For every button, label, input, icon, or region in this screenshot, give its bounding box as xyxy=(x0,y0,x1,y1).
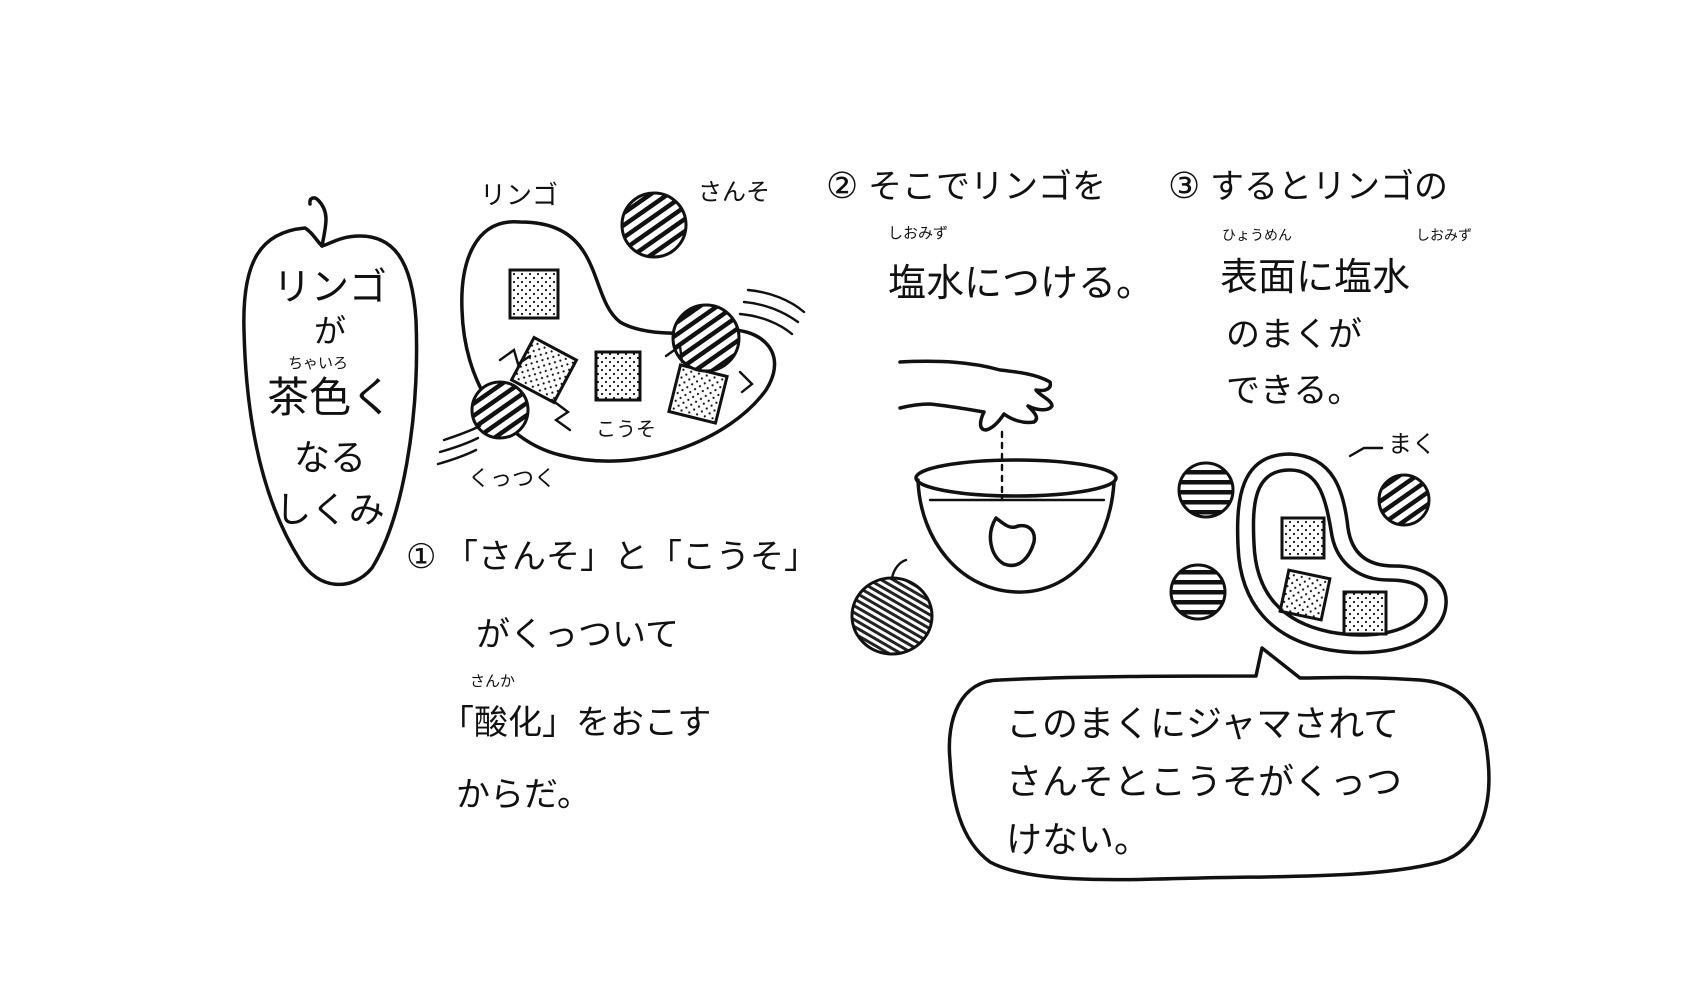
apple-slice-icon xyxy=(988,516,1037,568)
step2-number: ② xyxy=(826,166,858,207)
step1-line1: 「さんそ」と「こうそ」 xyxy=(444,537,818,577)
title-ruby: ちゃいろ xyxy=(288,354,348,372)
apple-slice-icon xyxy=(1251,468,1428,637)
step3-ruby-salt: しおみず xyxy=(1416,228,1472,244)
enzyme-particle-icon xyxy=(667,363,729,425)
step3-figure: まく xyxy=(1169,430,1448,655)
title-line2: が xyxy=(314,312,346,350)
step1-line3: 「酸化」をおこす xyxy=(440,703,711,743)
bowl-rim xyxy=(914,458,1118,498)
apple-stem-icon xyxy=(308,196,328,248)
step3-ruby-surface: ひょうめん xyxy=(1222,228,1292,244)
speech-bubble-outline xyxy=(947,646,1491,882)
zap-mark-icon xyxy=(550,398,572,432)
step1-text: ① 「さんそ」と「こうそ」 がくっついて さんか 「酸化」をおこす からだ。 xyxy=(406,537,818,815)
title-line3: 茶色く xyxy=(267,373,393,422)
step3-number: ③ xyxy=(1168,166,1200,207)
step2-figure xyxy=(850,359,1118,656)
oxygen-molecule-icon xyxy=(1377,473,1431,527)
motion-line-icon xyxy=(746,288,806,314)
apple-outline-icon xyxy=(242,226,419,587)
motion-line-icon xyxy=(738,312,794,336)
whole-apple-icon xyxy=(850,558,934,656)
title-text: リンゴ が ちゃいろ 茶色く なる しくみ xyxy=(267,265,393,531)
step1-line4: からだ。 xyxy=(456,775,591,815)
step1-figure: リンゴ さんそ こうそ くっつく xyxy=(436,178,806,492)
oxygen-molecule-icon xyxy=(1169,563,1227,621)
title-line4: なる xyxy=(294,438,366,479)
enzyme-particle-icon xyxy=(1280,516,1326,560)
membrane-pointer xyxy=(1348,446,1384,458)
label-membrane: まく xyxy=(1388,430,1436,458)
motion-line-icon xyxy=(438,436,480,454)
hand-icon xyxy=(898,359,1054,432)
enzyme-particle-icon xyxy=(509,335,579,405)
step3-line3: のまくが xyxy=(1226,315,1362,355)
step1-number: ① xyxy=(406,537,436,577)
step3-line4: できる。 xyxy=(1226,371,1361,411)
label-oxygen: さんそ xyxy=(698,178,770,206)
title-line1: リンゴ xyxy=(273,265,387,309)
enzyme-particle-icon xyxy=(508,268,560,320)
step3-text: ③ するとリンゴの ひょうめん しおみず 表面に塩水 のまくが できる。 xyxy=(1168,166,1472,411)
bubble-line2: さんそとこうそがくっつ xyxy=(1006,762,1402,803)
zap-mark-icon xyxy=(664,343,684,364)
enzyme-particle-icon xyxy=(1342,590,1388,636)
step2-line2: 塩水につける。 xyxy=(888,261,1154,305)
zap-mark-icon xyxy=(738,370,754,394)
label-stick: くっつく xyxy=(468,467,556,492)
step2-ruby: しおみず xyxy=(888,224,948,242)
motion-line-icon xyxy=(436,448,478,466)
step3-line2: 表面に塩水 xyxy=(1220,255,1410,299)
motion-line-icon xyxy=(742,300,800,324)
step2-line1: そこでリンゴを xyxy=(868,167,1106,207)
motion-line-icon xyxy=(442,424,482,442)
oxygen-molecule-icon xyxy=(620,191,688,259)
speech-bubble: このまくにジャマされて さんそとこうそがくっつ けない。 xyxy=(947,646,1491,882)
bubble-line1: このまくにジャマされて xyxy=(1006,704,1399,745)
title-apple xyxy=(242,196,419,587)
label-enzyme: こうそ xyxy=(596,417,656,441)
step1-ruby: さんか xyxy=(470,672,515,690)
title-line5: しくみ xyxy=(275,490,384,531)
step2-text: ② そこでリンゴを しおみず 塩水につける。 xyxy=(826,166,1154,305)
bubble-line3: けない。 xyxy=(1006,820,1150,861)
enzyme-particle-icon xyxy=(594,350,642,402)
zap-mark-icon xyxy=(498,348,532,366)
oxygen-molecule-icon xyxy=(470,380,530,440)
label-apple: リンゴ xyxy=(480,181,558,211)
apple-slice-icon xyxy=(460,220,777,463)
enzyme-particle-icon xyxy=(1278,568,1332,622)
step1-line2: がくっついて xyxy=(476,615,679,655)
membrane-icon xyxy=(1235,452,1448,655)
oxygen-molecule-icon xyxy=(671,303,741,373)
step3-line1: するとリンゴの xyxy=(1210,167,1448,207)
bowl-icon xyxy=(916,478,1116,594)
oxygen-molecule-icon xyxy=(1177,461,1235,519)
